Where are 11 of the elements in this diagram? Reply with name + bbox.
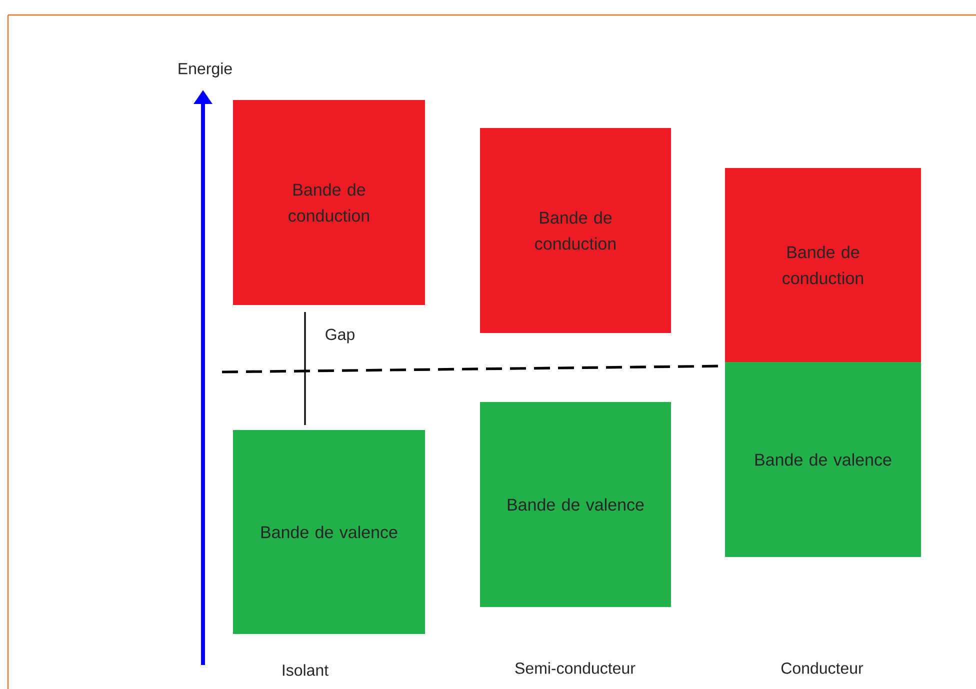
valence-band-box: Bande de valence bbox=[725, 362, 921, 557]
column-label: Isolant bbox=[282, 664, 328, 676]
valence-band-box: Bande de valence bbox=[480, 402, 671, 607]
column-label: Semi-conducteur bbox=[515, 662, 636, 674]
column-label: Conducteur bbox=[781, 662, 864, 674]
conduction-band-box: Bande de conduction bbox=[725, 168, 921, 362]
axis-label: Energie bbox=[178, 62, 232, 78]
conduction-band-box: Bande de conduction bbox=[480, 128, 671, 333]
gap-label: Gap bbox=[326, 328, 354, 344]
conduction-band-box: Bande de conduction bbox=[233, 100, 425, 305]
valence-band-box: Bande de valence bbox=[233, 430, 425, 634]
